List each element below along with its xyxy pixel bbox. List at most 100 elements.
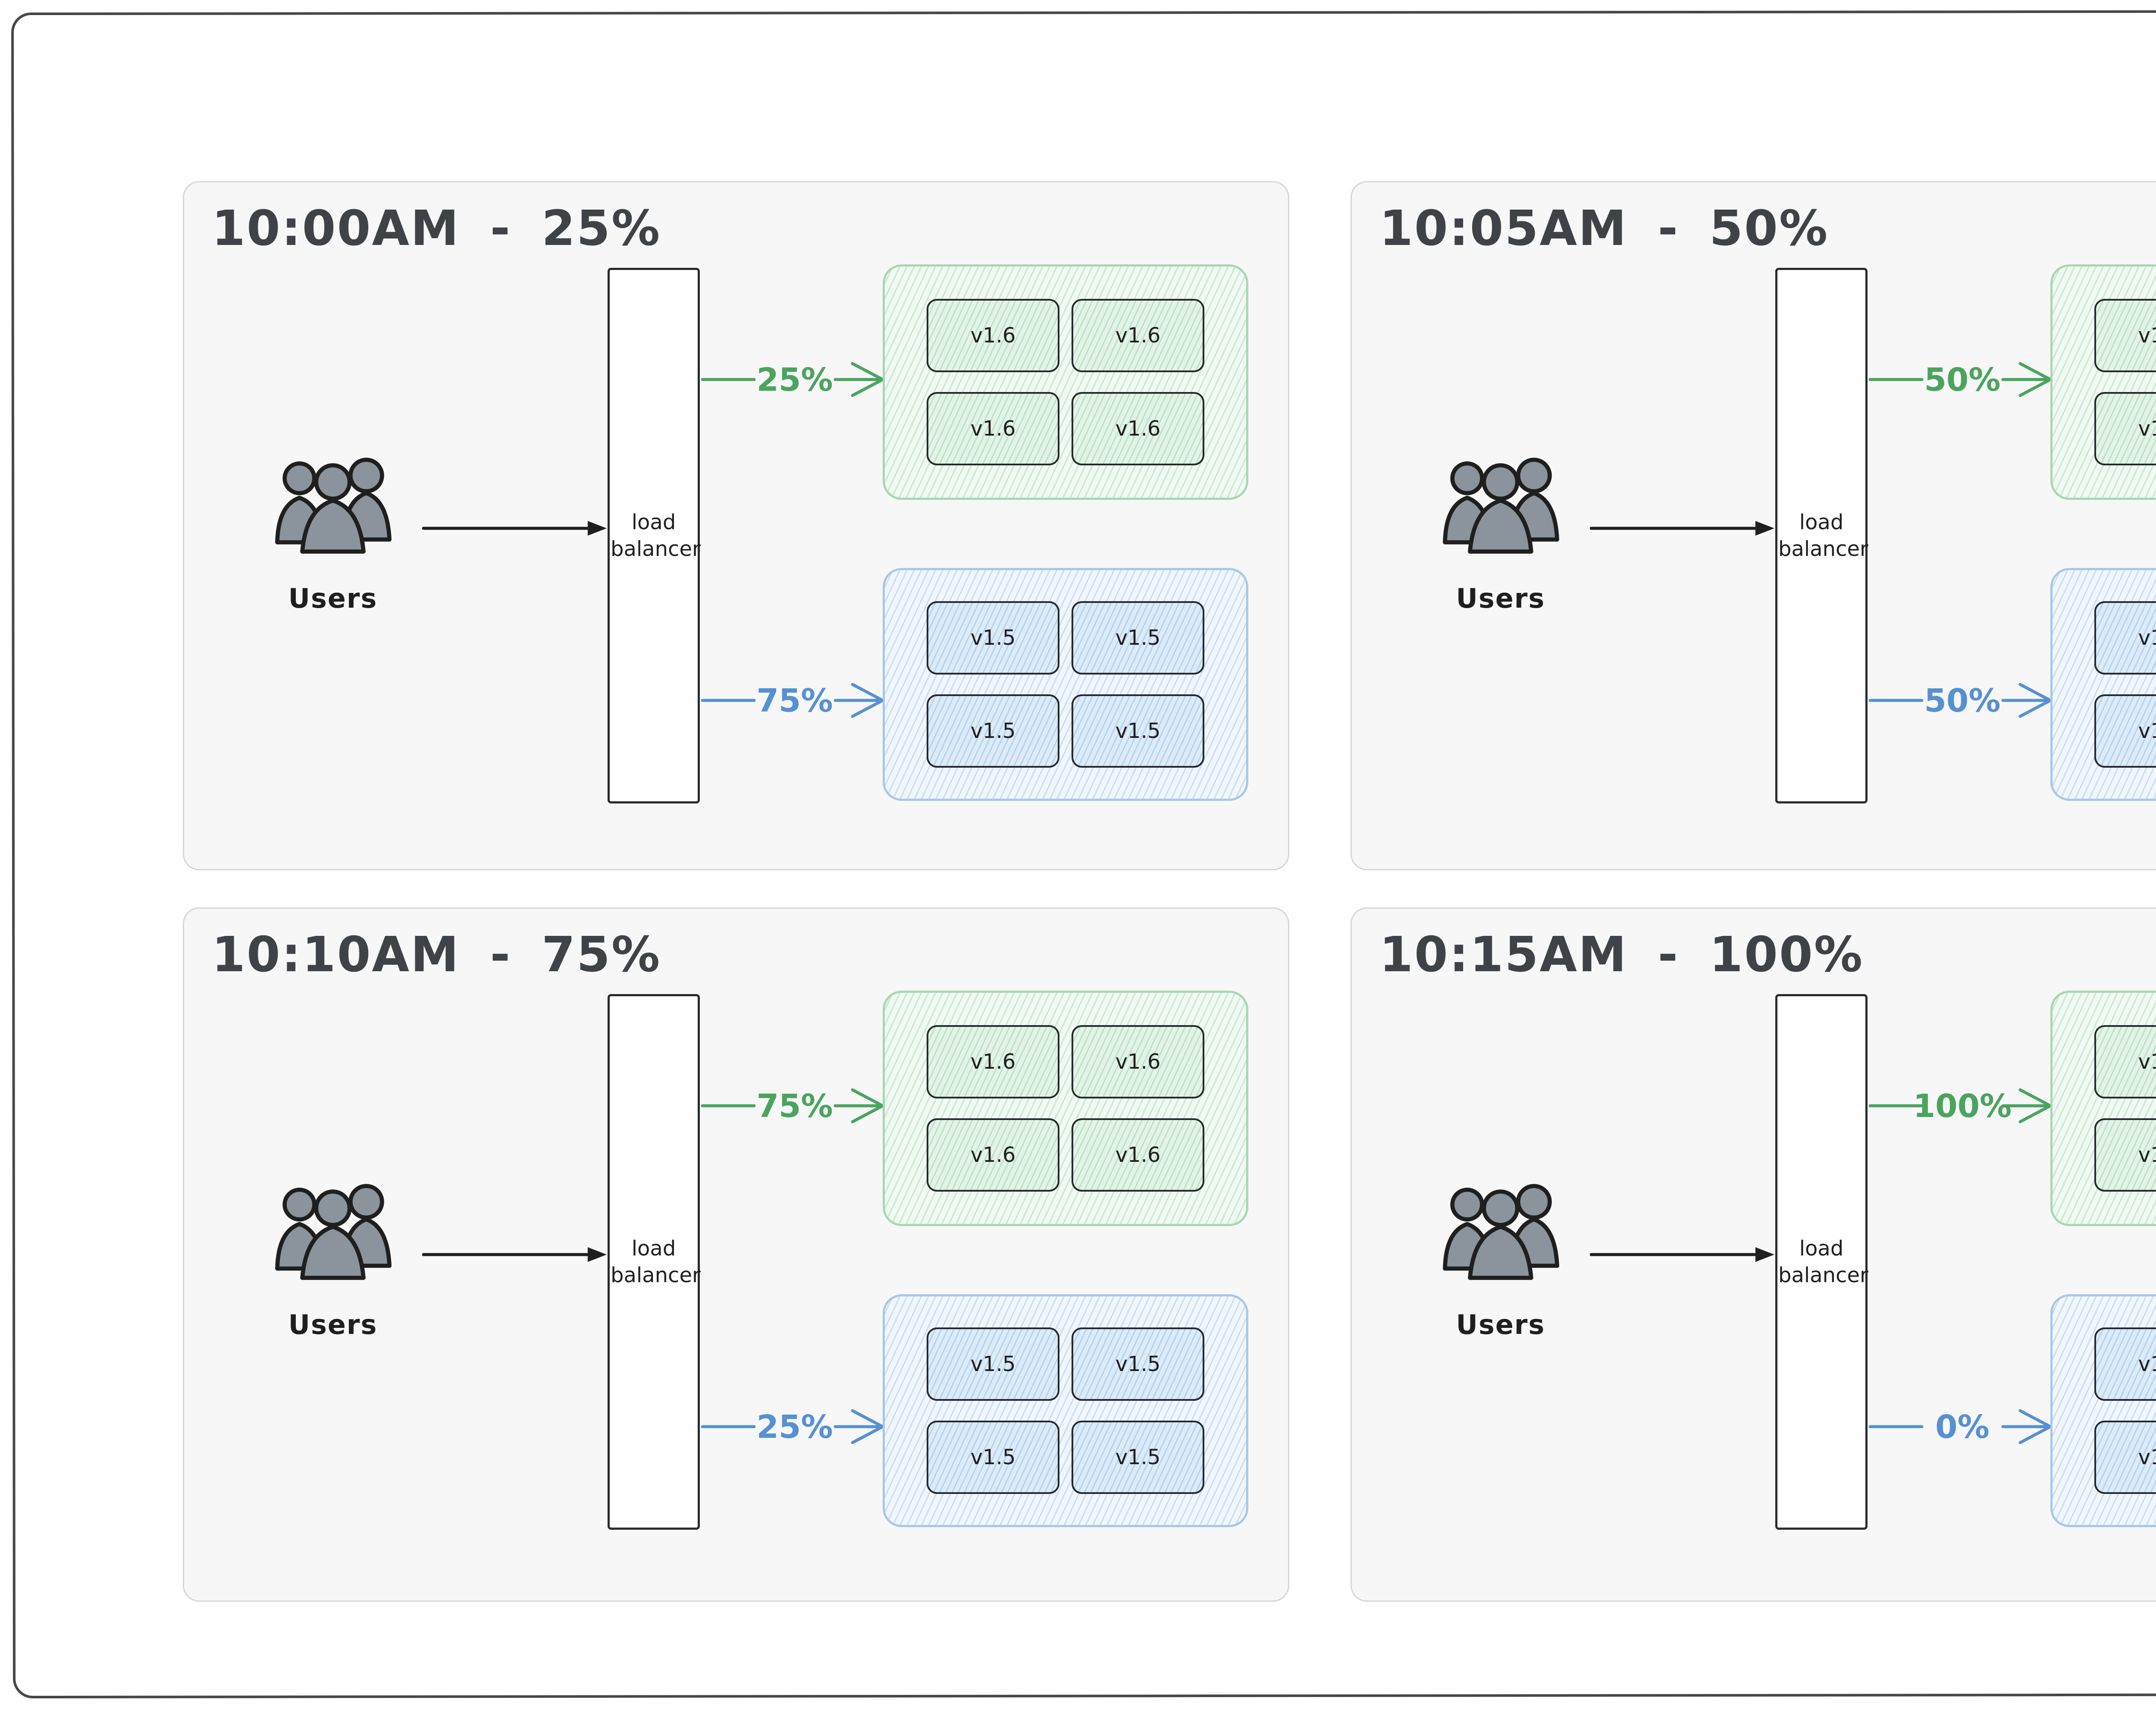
users-icon (275, 1184, 392, 1280)
server-node-v16: v1.6 (2094, 1025, 2156, 1098)
server-node-v15: v1.5 (2094, 601, 2156, 675)
server-version-label: v1.6 (970, 323, 1016, 348)
server-version-label: v1.6 (970, 1143, 1016, 1167)
server-node-v15: v1.5 (927, 1327, 1059, 1401)
v15-cluster: v1.5 v1.5 v1.5 v1.5 (883, 568, 1248, 801)
server-node-v16: v1.6 (1072, 1025, 1204, 1098)
users-group: Users (253, 1180, 413, 1340)
v15-cluster: v1.5 v1.5 v1.5 v1.5 (2050, 1294, 2156, 1527)
users-to-lb-arrow (1590, 1247, 1774, 1262)
server-version-label: v1.5 (1115, 1352, 1161, 1376)
stage-panel-1015am: 10:15AM - 100% Users load balancer 100% (1351, 907, 2156, 1602)
panel-title: 10:15AM - 100% (1379, 927, 1864, 983)
server-node-v16: v1.6 (1072, 1118, 1204, 1192)
load-balancer-node: load balancer (1775, 268, 1868, 803)
server-version-label: v1.6 (1115, 417, 1161, 441)
server-version-label: v1.5 (2138, 1352, 2156, 1376)
users-group: Users (1421, 1180, 1580, 1340)
panel-title: 10:00AM - 25% (212, 201, 661, 257)
server-node-v15: v1.5 (927, 694, 1059, 768)
server-node-v15: v1.5 (1072, 1421, 1204, 1494)
server-node-v16: v1.6 (2094, 392, 2156, 465)
users-label: Users (1456, 583, 1545, 614)
server-version-label: v1.6 (2138, 1143, 2156, 1167)
load-balancer-node: load balancer (608, 994, 701, 1530)
users-icon (1443, 1184, 1559, 1280)
server-version-label: v1.5 (970, 626, 1016, 650)
old-traffic-percent: 50% (1924, 682, 2000, 719)
server-node-v16: v1.6 (1072, 392, 1204, 465)
server-version-label: v1.5 (2138, 719, 2156, 743)
server-node-v15: v1.5 (1072, 601, 1204, 675)
server-version-label: v1.5 (2138, 1445, 2156, 1469)
v16-cluster: v1.6 v1.6 v1.6 v1.6 (2050, 264, 2156, 500)
new-traffic-percent: 75% (756, 1088, 833, 1125)
server-version-label: v1.5 (1115, 626, 1161, 650)
load-balancer-label: load balancer (611, 1236, 701, 1287)
server-version-label: v1.5 (970, 1445, 1016, 1469)
server-version-label: v1.6 (2138, 1050, 2156, 1074)
new-version-traffic-arrow: 50% (1868, 361, 2054, 398)
server-version-label: v1.6 (2138, 323, 2156, 348)
v15-cluster: v1.5 v1.5 v1.5 v1.5 (2050, 568, 2156, 801)
server-version-label: v1.5 (1115, 719, 1161, 743)
server-node-v15: v1.5 (2094, 694, 2156, 768)
server-node-v16: v1.6 (927, 392, 1059, 465)
server-node-v15: v1.5 (2094, 1327, 2156, 1401)
old-traffic-percent: 25% (756, 1409, 833, 1446)
old-version-traffic-arrow: 75% (701, 682, 886, 719)
users-group: Users (1421, 453, 1580, 614)
server-node-v16: v1.6 (927, 1025, 1059, 1098)
new-version-traffic-arrow: 100% (1868, 1088, 2054, 1125)
server-version-label: v1.6 (2138, 417, 2156, 441)
v15-cluster: v1.5 v1.5 v1.5 v1.5 (883, 1294, 1248, 1527)
load-balancer-label: load balancer (1778, 510, 1868, 561)
users-label: Users (288, 583, 378, 614)
old-traffic-percent: 75% (756, 682, 833, 719)
old-version-traffic-arrow: 25% (701, 1409, 886, 1446)
server-node-v16: v1.6 (927, 299, 1059, 372)
server-node-v16: v1.6 (1072, 299, 1204, 372)
server-version-label: v1.6 (1115, 323, 1161, 348)
users-label: Users (1456, 1309, 1545, 1340)
stage-panel-1000am: 10:00AM - 25% Users load balancer 25% (183, 181, 1289, 870)
v16-cluster: v1.6 v1.6 v1.6 v1.6 (883, 991, 1248, 1226)
server-version-label: v1.6 (970, 1050, 1016, 1074)
stage-panel-1005am: 10:05AM - 50% Users load balancer 50% (1351, 181, 2156, 870)
server-version-label: v1.5 (970, 1352, 1016, 1376)
server-node-v15: v1.5 (2094, 1421, 2156, 1494)
users-icon (1443, 458, 1559, 554)
users-group: Users (253, 453, 413, 614)
server-version-label: v1.6 (970, 417, 1016, 441)
new-version-traffic-arrow: 25% (701, 361, 886, 398)
users-icon (275, 458, 392, 554)
panel-title: 10:05AM - 50% (1379, 201, 1829, 257)
server-version-label: v1.5 (2138, 626, 2156, 650)
server-version-label: v1.5 (1115, 1445, 1161, 1469)
stage-panel-1010am: 10:10AM - 75% Users load balancer 75% (183, 907, 1289, 1602)
server-node-v15: v1.5 (1072, 694, 1204, 768)
users-to-lb-arrow (422, 1247, 607, 1262)
old-version-traffic-arrow: 0% (1868, 1409, 2054, 1446)
server-node-v16: v1.6 (2094, 299, 2156, 372)
load-balancer-node: load balancer (1775, 994, 1868, 1530)
load-balancer-label: load balancer (611, 510, 701, 561)
server-node-v15: v1.5 (1072, 1327, 1204, 1401)
users-label: Users (288, 1309, 378, 1340)
new-version-traffic-arrow: 75% (701, 1088, 886, 1125)
server-version-label: v1.5 (970, 719, 1016, 743)
server-node-v15: v1.5 (927, 1421, 1059, 1494)
users-to-lb-arrow (1590, 521, 1774, 536)
new-traffic-percent: 25% (756, 361, 833, 398)
users-to-lb-arrow (422, 521, 607, 536)
v16-cluster: v1.6 v1.6 v1.6 v1.6 (2050, 991, 2156, 1226)
new-traffic-percent: 100% (1913, 1088, 2012, 1125)
server-node-v16: v1.6 (2094, 1118, 2156, 1192)
server-node-v15: v1.5 (927, 601, 1059, 675)
old-version-traffic-arrow: 50% (1868, 682, 2054, 719)
new-traffic-percent: 50% (1924, 361, 2000, 398)
old-traffic-percent: 0% (1935, 1409, 1990, 1446)
load-balancer-node: load balancer (608, 268, 701, 803)
server-version-label: v1.6 (1115, 1050, 1161, 1074)
